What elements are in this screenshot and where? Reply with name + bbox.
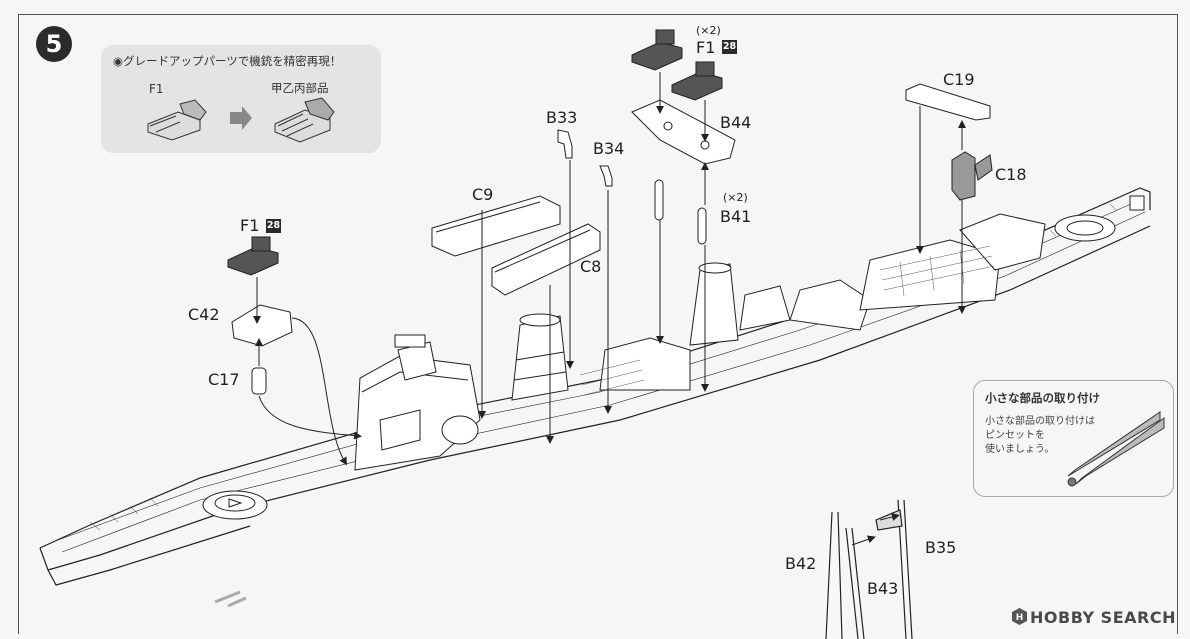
assembly-arrows [253, 72, 966, 546]
label-c42: C42 [188, 305, 220, 324]
upgrade-title: ◉グレードアップパーツで機銃を精密再現！ [113, 54, 342, 68]
c18-part [951, 151, 993, 201]
upgrade-new-gun-icon [274, 97, 335, 143]
label-f1-left: F1 [240, 216, 260, 235]
hobby-search-watermark: HOBBY SEARCH [1030, 608, 1176, 627]
tweezers-icon [1067, 411, 1165, 487]
label-b44: B44 [720, 113, 752, 132]
fore-gun-mount [202, 490, 268, 520]
faint-arrow-mark [214, 590, 247, 608]
torpedo-deck-grid [579, 245, 995, 396]
tripod-mast [825, 499, 913, 639]
top-border [18, 14, 1178, 15]
label-b43: B43 [867, 579, 899, 598]
label-b41: B41 [720, 207, 752, 226]
label-c18: C18 [995, 165, 1027, 184]
label-f1-top-qty: (×2) [696, 24, 721, 37]
b41-post-2 [697, 207, 707, 245]
midship-structures [599, 195, 1145, 391]
c9-part [431, 195, 561, 257]
c17-part [251, 367, 267, 395]
tip-body: 小さな部品の取り付けは ピンセットを 使いましょう。 [985, 416, 1095, 455]
ref-badge-f1-left: 28 [266, 219, 281, 233]
tip-title: 小さな部品の取り付け [985, 391, 1100, 405]
b34-part [599, 165, 613, 187]
label-c17: C17 [208, 370, 240, 389]
label-c8: C8 [580, 257, 602, 276]
upgrade-f1-gun-icon [147, 99, 207, 141]
label-b41-qty: (×2) [723, 191, 748, 204]
c8-part [491, 223, 601, 296]
f1-machine-gun-left [227, 236, 279, 276]
bridge-superstructure [354, 334, 481, 471]
upgrade-after-label: 甲乙丙部品 [271, 81, 329, 95]
main-mast [689, 262, 739, 346]
upgrade-callout: ◉グレードアップパーツで機銃を精密再現！ F1 甲乙丙部品 [101, 45, 381, 153]
label-b33: B33 [546, 108, 578, 127]
upgrade-before-label: F1 [149, 82, 164, 96]
label-f1-top: F1 [696, 38, 716, 57]
label-b34: B34 [593, 139, 625, 158]
b44-platform [631, 99, 736, 165]
deck-railing [89, 203, 1117, 531]
right-border [1177, 14, 1178, 634]
label-b42: B42 [785, 554, 817, 573]
upgrade-arrow-icon [230, 106, 252, 130]
step-number-badge: 5 [36, 26, 72, 62]
f1-machine-gun-top-1 [631, 29, 683, 71]
c42-platform [231, 304, 293, 347]
f1-machine-gun-top-2 [671, 61, 723, 101]
label-c9: C9 [472, 185, 494, 204]
left-border [18, 14, 19, 634]
ref-badge-f1-top: 28 [722, 40, 737, 54]
svg-text:H: H [1016, 613, 1024, 623]
label-c19: C19 [943, 70, 975, 89]
c19-part [905, 83, 991, 121]
fore-funnel [511, 313, 569, 401]
tweezers-tip-box: 小さな部品の取り付け 小さな部品の取り付けは ピンセットを 使いましょう。 [973, 380, 1174, 497]
label-b35: B35 [925, 538, 957, 557]
hobby-search-logo-icon: H [1012, 608, 1027, 625]
b33-part [557, 129, 573, 159]
b41-post-1 [654, 179, 664, 221]
